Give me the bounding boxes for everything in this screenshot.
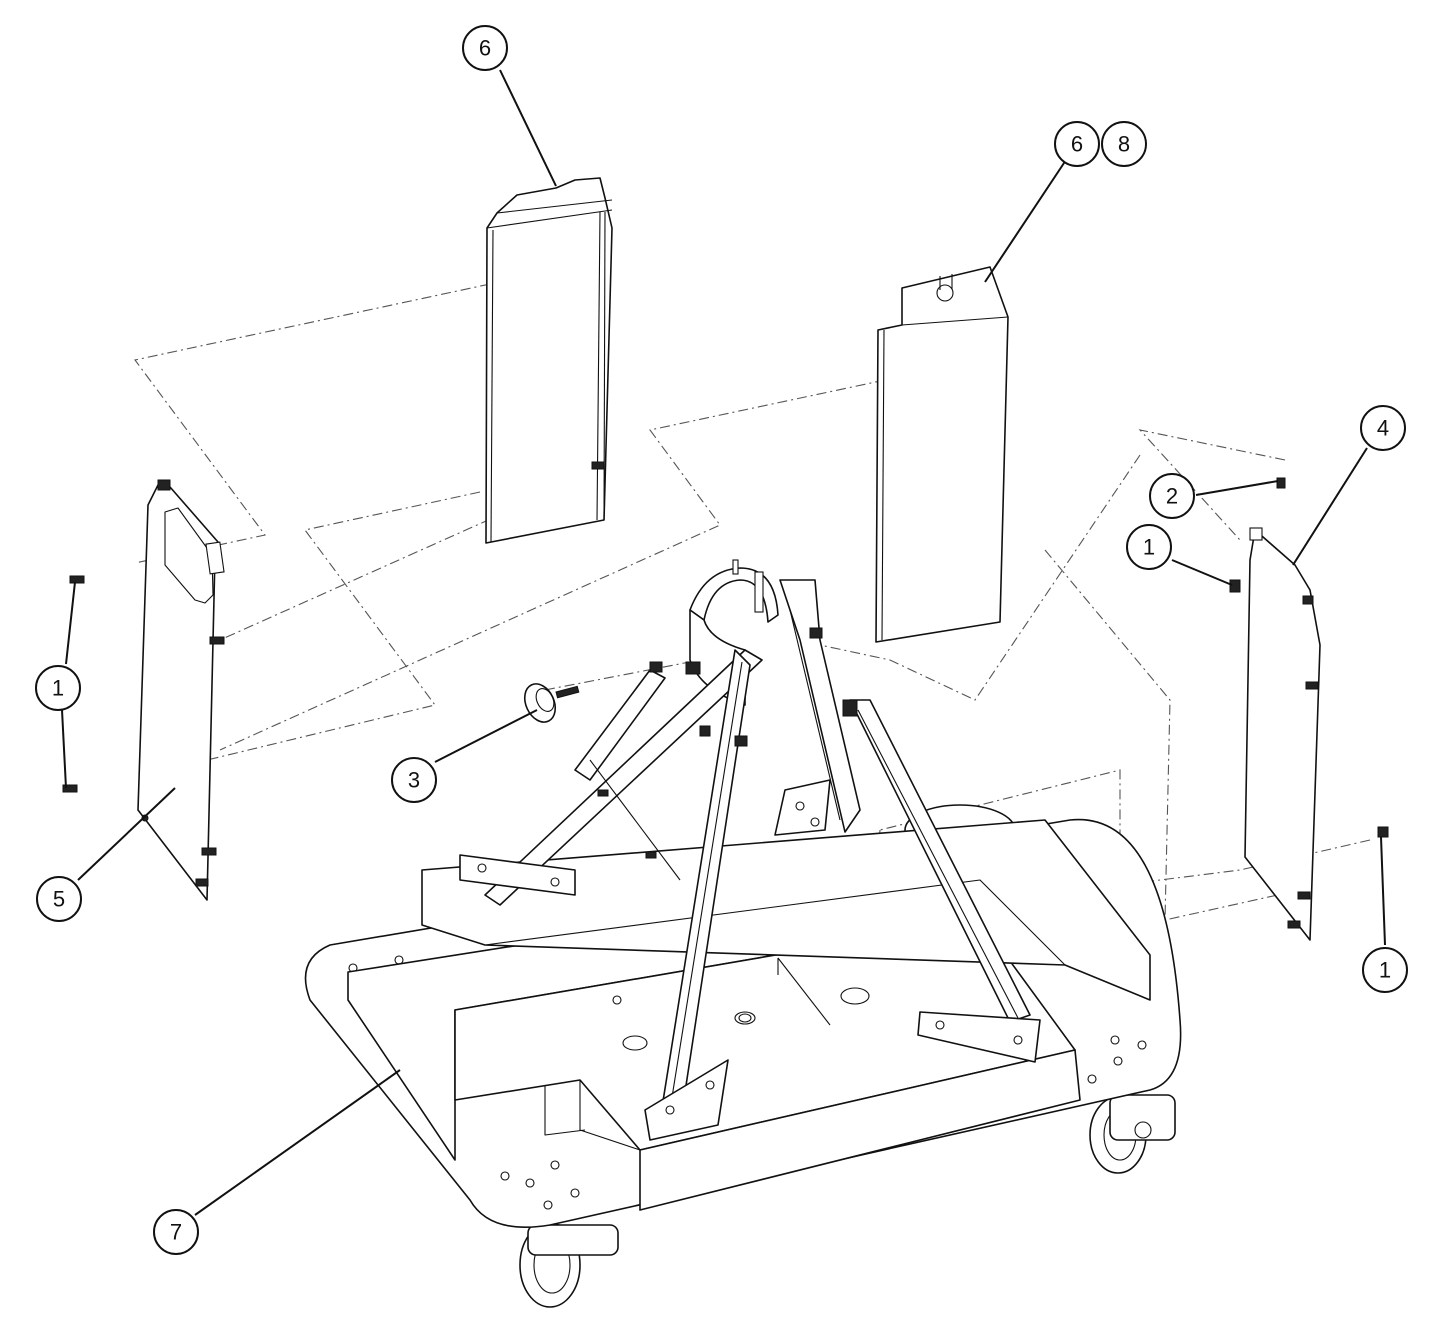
- caster-rear: [1089, 1094, 1176, 1174]
- svg-text:2: 2: [1166, 484, 1178, 509]
- channel-panel-top: [485, 177, 613, 544]
- svg-text:1: 1: [1143, 535, 1155, 560]
- balloon-1-right-lower: 1: [1362, 947, 1408, 993]
- svg-text:8: 8: [1118, 132, 1130, 157]
- svg-text:5: 5: [53, 887, 65, 912]
- plate-holes: [348, 955, 1147, 1210]
- svg-text:1: 1: [1379, 958, 1391, 983]
- balloon-1-right-upper: 1: [1126, 524, 1172, 570]
- svg-text:6: 6: [479, 36, 491, 61]
- balloon-7: 7: [153, 1209, 199, 1255]
- balloon-8: 8: [1101, 121, 1147, 167]
- screws-left: [62, 575, 85, 793]
- side-panel-right: [1244, 527, 1321, 941]
- svg-text:6: 6: [1071, 132, 1083, 157]
- base-cart: [304, 559, 1182, 1308]
- balloon-1-left: 1: [35, 665, 81, 711]
- side-panel-left: [137, 479, 225, 901]
- channel-panel-right: [875, 266, 1009, 643]
- balloon-6-right: 6: [1054, 121, 1100, 167]
- balloon-5: 5: [36, 876, 82, 922]
- svg-text:1: 1: [52, 676, 64, 701]
- svg-text:4: 4: [1377, 416, 1389, 441]
- screws-right: [1229, 477, 1389, 838]
- bracket-holes: [477, 801, 1023, 1115]
- balloon-2: 2: [1149, 473, 1195, 519]
- svg-text:3: 3: [408, 768, 420, 793]
- caster-front: [519, 1222, 619, 1308]
- balloon-4: 4: [1360, 405, 1406, 451]
- balloon-6-top: 6: [462, 25, 508, 71]
- leader-lines: [61, 69, 1386, 1216]
- clamp-knob: [523, 683, 580, 723]
- balloon-3: 3: [391, 757, 437, 803]
- svg-text:7: 7: [170, 1220, 182, 1245]
